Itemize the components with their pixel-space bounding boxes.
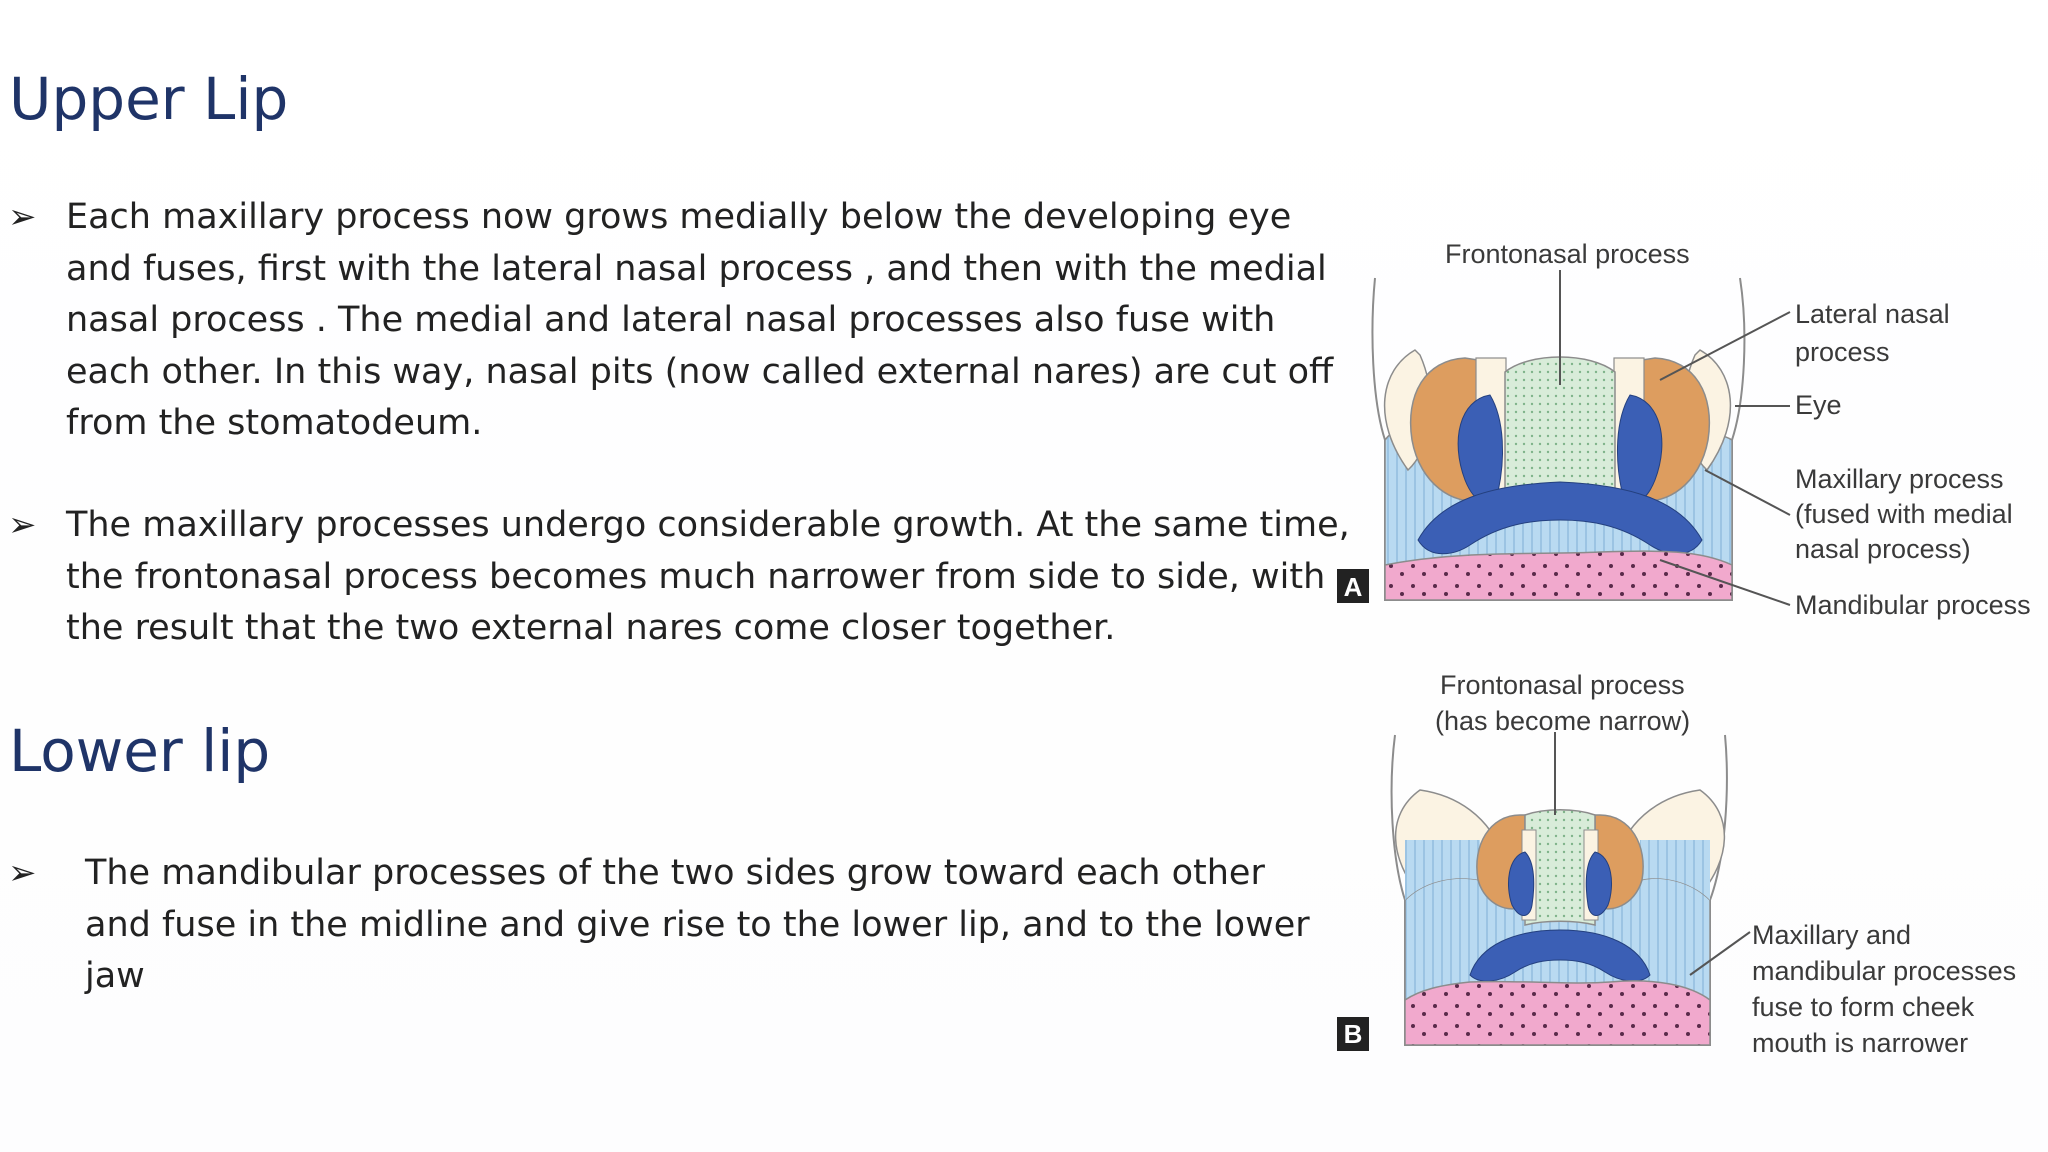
leader-line	[1659, 311, 1791, 381]
label-cheek: fuse to form cheek	[1752, 992, 1975, 1022]
nasal-pit-left	[1507, 851, 1535, 916]
label-mandibular: Mandibular process	[1795, 590, 2031, 620]
leader-line	[1704, 469, 1791, 516]
label-maxillary: Maxillary process	[1795, 464, 2004, 494]
bullet-text: Each maxillary process now grows mediall…	[66, 197, 1334, 443]
bullet-arrow-icon: ➢	[8, 197, 37, 237]
label-lateral-nasal: process	[1795, 337, 1890, 367]
label-frontonasal: (has become narrow)	[1435, 706, 1690, 736]
bullet-arrow-icon: ➢	[8, 853, 37, 893]
label-maxillary: (fused with medial	[1795, 499, 2013, 529]
panel-b: B Frontonasal process (has become narrow…	[1337, 670, 2016, 1058]
label-frontonasal: Frontonasal process	[1440, 670, 1685, 700]
bullet-item: ➢ Each maxillary process now grows media…	[8, 192, 1356, 450]
panel-marker-b-label: B	[1344, 1019, 1363, 1049]
label-maxillary: nasal process)	[1795, 534, 1971, 564]
label-cheek: mouth is narrower	[1752, 1028, 1968, 1058]
mandibular-region-a	[1384, 550, 1733, 601]
panel-marker-a-label: A	[1344, 572, 1363, 602]
panel-a: A Frontonasal process Lateral nasal proc…	[1337, 239, 2031, 620]
label-cheek: Maxillary and	[1752, 920, 1911, 950]
nasal-pit-right	[1585, 851, 1613, 916]
upper-lip-heading: Upper Lip	[9, 65, 289, 133]
bullet-text: The mandibular processes of the two side…	[85, 853, 1310, 996]
bullet-text: The maxillary processes undergo consider…	[66, 505, 1350, 648]
label-eye: Eye	[1795, 390, 1842, 420]
frontonasal-region	[1524, 809, 1596, 926]
stomatodeum-b	[1469, 929, 1651, 982]
bullet-item: ➢ The maxillary processes undergo consid…	[8, 500, 1356, 655]
mandibular-region-b	[1404, 980, 1711, 1046]
label-frontonasal: Frontonasal process	[1445, 239, 1690, 269]
cheek-region-left	[1405, 840, 1480, 900]
lower-lip-heading: Lower lip	[9, 717, 271, 785]
bullet-item: ➢ The mandibular processes of the two si…	[8, 848, 1335, 1003]
panel-marker-a	[1337, 569, 1369, 603]
label-lateral-nasal: Lateral nasal	[1795, 299, 1950, 329]
bullet-arrow-icon: ➢	[8, 505, 37, 545]
cheek-region-right	[1640, 840, 1710, 900]
leader-line	[1659, 559, 1791, 606]
leader-line	[1689, 931, 1751, 976]
label-cheek: mandibular processes	[1752, 956, 2016, 986]
panel-marker-b	[1337, 1017, 1369, 1051]
